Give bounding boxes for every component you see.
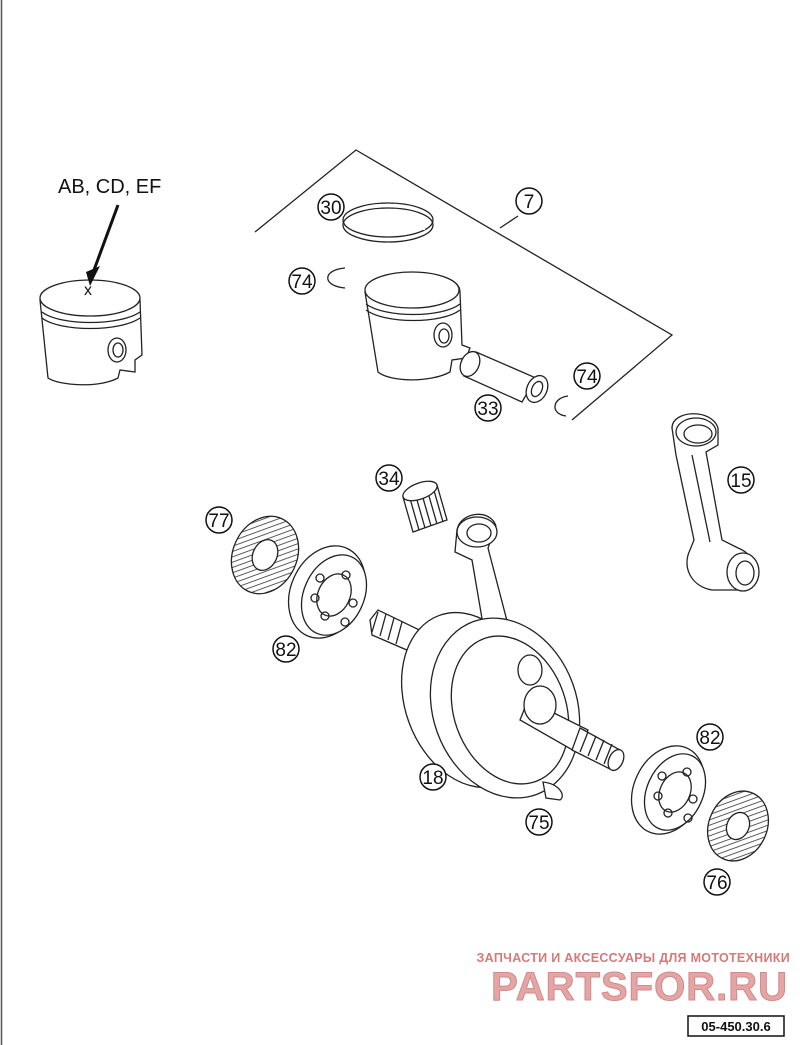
callout-76: 76	[703, 868, 731, 896]
piston-mark-x: x	[84, 282, 92, 299]
svg-text:33: 33	[477, 399, 498, 420]
callout-15: 15	[727, 466, 755, 494]
piston-ring	[342, 202, 434, 243]
callout-18: 18	[419, 763, 447, 791]
svg-text:34: 34	[378, 469, 400, 490]
svg-text:82: 82	[699, 728, 720, 749]
ball-bearing-left	[287, 545, 368, 639]
marking-note: AB, CD, EF	[58, 176, 161, 198]
svg-text:75: 75	[528, 813, 549, 834]
piston	[364, 271, 471, 381]
shaft-seal-right	[706, 790, 770, 862]
callout-34: 34	[375, 464, 403, 492]
callout-74-left: 74	[288, 267, 316, 295]
callout-30: 30	[317, 193, 345, 221]
svg-text:15: 15	[730, 471, 751, 492]
reference-code: 05-450.30.6	[701, 1019, 770, 1034]
assembly-7-bracket	[254, 149, 674, 421]
crankshaft	[369, 513, 625, 799]
svg-text:74: 74	[291, 272, 313, 293]
watermark-brand: PARTSFOR.RU	[491, 965, 788, 1009]
callout-75: 75	[525, 808, 553, 836]
callout-77: 77	[205, 506, 233, 534]
mark-arrow	[86, 204, 120, 286]
callout-74-right: 74	[573, 362, 601, 390]
svg-text:82: 82	[275, 640, 296, 661]
svg-text:77: 77	[208, 511, 229, 532]
reference-code-box: 05-450.30.6	[687, 1015, 785, 1037]
connecting-rod	[671, 413, 760, 592]
piston-pin	[459, 350, 549, 404]
svg-text:76: 76	[706, 873, 727, 894]
svg-text:7: 7	[524, 192, 535, 213]
callout-33: 33	[474, 394, 502, 422]
svg-text:74: 74	[576, 367, 598, 388]
woodruff-key	[542, 781, 563, 801]
svg-text:18: 18	[422, 768, 443, 789]
shaft-seal-left	[230, 515, 300, 595]
svg-text:30: 30	[320, 198, 341, 219]
circlip-left	[327, 267, 346, 289]
circlip-right	[554, 395, 569, 417]
ball-bearing-right	[630, 745, 707, 835]
marked-piston: x	[39, 279, 143, 386]
watermark-tagline: ЗАПЧАСТИ И АКСЕССУАРЫ ДЛЯ МОТОТЕХНИКИ	[477, 951, 790, 965]
callout-82-left: 82	[272, 635, 300, 663]
callout-7: 7	[515, 187, 543, 215]
needle-bearing	[402, 480, 448, 533]
callout-82-right: 82	[696, 723, 724, 751]
